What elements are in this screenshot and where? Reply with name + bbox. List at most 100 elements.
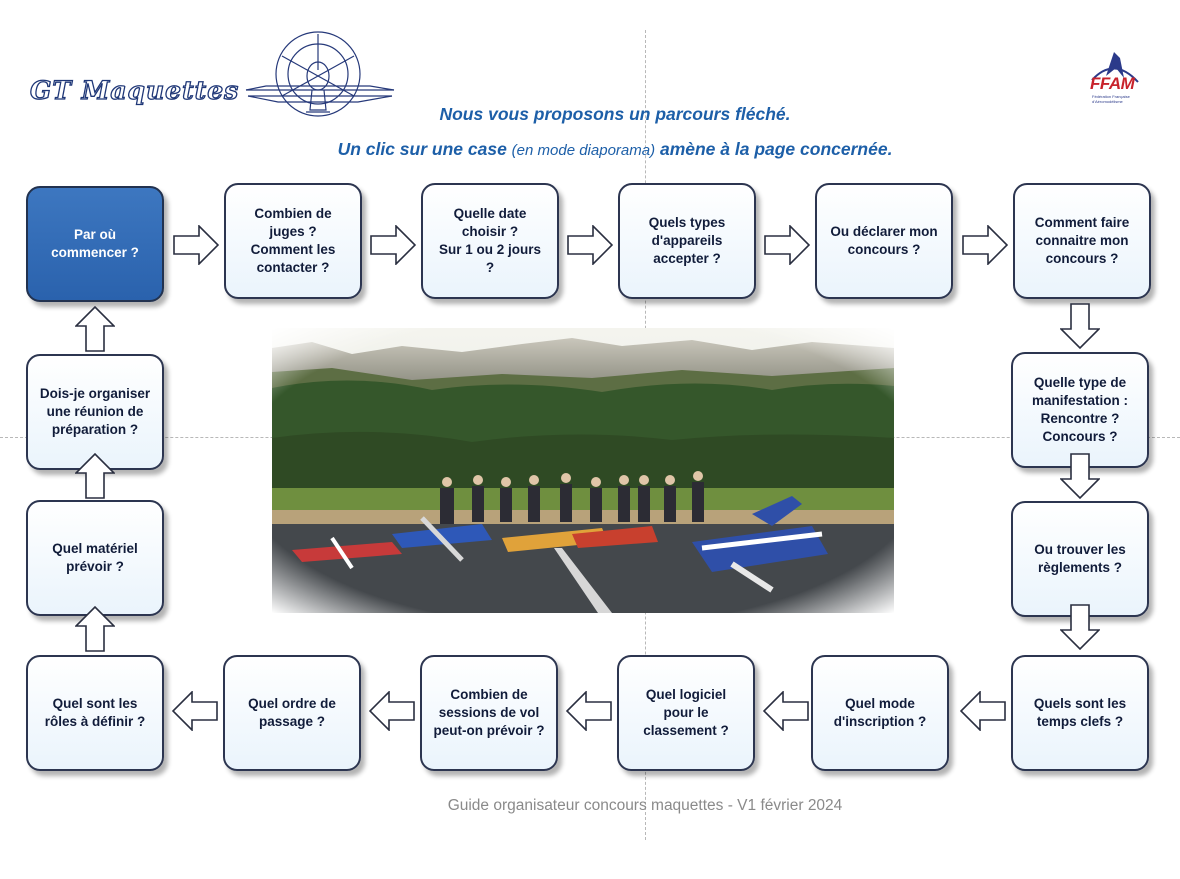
step-label: Quel logiciel pour le classement ? [643,686,729,740]
step-label-line: manifestation : [1031,393,1128,408]
step-label-line: classement ? [643,723,729,738]
step-box-roles-a-definir[interactable]: Quel sont les rôles à définir ? [26,655,164,771]
step-label-line: concours ? [1045,251,1119,266]
step-label: Quel ordre de passage ? [248,695,336,731]
step-label-line: Rencontre ? [1040,411,1120,426]
step-label-line: une réunion de [46,404,144,419]
ffam-subtitle: Fédération Française d'Aéromodélisme [1092,94,1130,104]
arrow-right-icon [173,225,219,265]
arrow-left-icon [172,691,218,731]
arrow-right-icon [567,225,613,265]
step-label-line: accepter ? [653,251,721,266]
step-label-line: choisir ? [461,224,519,239]
step-label-line: d'inscription ? [833,714,927,729]
arrow-up-icon [75,306,115,352]
step-label: Quel matériel prévoir ? [52,540,138,576]
step-label-line: préparation ? [51,422,139,437]
arrow-right-icon [764,225,810,265]
step-box-mode-inscription[interactable]: Quel mode d'inscription ? [811,655,949,771]
step-label-line: Quel sont les [52,696,138,711]
step-label: Quels types d'appareils accepter ? [649,214,726,268]
step-box-combien-de-juges[interactable]: Combien de juges ? Comment les contacter ? [224,183,362,299]
arrow-down-icon [1060,453,1100,499]
step-box-temps-clefs[interactable]: Quels sont les temps clefs ? [1011,655,1149,771]
step-label-line: Comment faire [1034,215,1130,230]
step-label: Dois-je organiser une réunion de préparati… [40,385,150,439]
step-label-line: rôles à définir ? [44,714,146,729]
step-label: Quelle date choisir ? Sur 1 ou 2 jours ? [433,205,547,277]
step-label-line: Quel logiciel [645,687,727,702]
step-box-ou-trouver-reglements[interactable]: Ou trouver les règlements ? [1011,501,1149,617]
step-box-ordre-de-passage[interactable]: Quel ordre de passage ? [223,655,361,771]
step-label-line: sessions de vol [438,705,540,720]
arrow-down-icon [1060,604,1100,650]
step-label-line: contacter ? [256,260,330,275]
step-label: Quelle type de manifestation : Rencontre ?… [1032,374,1128,446]
step-box-logiciel-classement[interactable]: Quel logiciel pour le classement ? [617,655,755,771]
step-label-line: Concours ? [1042,429,1118,444]
intro-line-1: Nous vous proposons un parcours fléché. [439,104,791,124]
step-label-line: Quel matériel [52,541,138,556]
step-box-quelle-type-manifestation[interactable]: Quelle type de manifestation : Rencontre ?… [1011,352,1149,468]
step-label-line: concours ? [847,242,921,257]
step-label: Comment faire connaitre mon concours ? [1035,214,1130,268]
step-label-line: prévoir ? [66,559,124,574]
step-label-line: règlements ? [1037,560,1123,575]
step-label-line: passage ? [258,714,326,729]
arrow-left-icon [369,691,415,731]
step-label-line: connaitre mon [1035,233,1129,248]
arrow-left-icon [566,691,612,731]
step-label-line: commencer ? [51,245,139,260]
arrow-right-icon [370,225,416,265]
step-box-comment-faire-connaitre[interactable]: Comment faire connaitre mon concours ? [1013,183,1151,299]
step-label: Quel sont les rôles à définir ? [45,695,146,731]
step-box-quelle-date[interactable]: Quelle date choisir ? Sur 1 ou 2 jours ? [421,183,559,299]
step-label: Ou trouver les règlements ? [1034,541,1126,577]
step-label-line: Comment les [250,242,336,257]
intro-line-2-end: amène à la page concernée. [655,139,893,159]
step-label-line: Sur 1 ou 2 jours ? [438,242,542,275]
step-label-line: Quels types [648,215,726,230]
step-label-line: Ou trouver les [1034,542,1126,557]
arrow-up-icon [75,606,115,652]
step-label: Ou déclarer mon concours ? [830,223,937,259]
step-label-line: peut-on prévoir ? [433,723,545,738]
arrow-left-icon [960,691,1006,731]
step-label-line: Quel ordre de [248,696,336,711]
intro-line-2-note: (en mode diaporama) [511,142,656,159]
step-label: Quels sont les temps clefs ? [1034,695,1126,731]
step-box-materiel-prevoir[interactable]: Quel matériel prévoir ? [26,500,164,616]
ffam-text: FFAM [1090,74,1135,93]
airfield-photo-image [272,328,894,613]
arrow-left-icon [763,691,809,731]
step-label-line: juges ? [269,224,317,239]
step-box-ou-declarer[interactable]: Ou déclarer mon concours ? [815,183,953,299]
step-label-line: Par où [73,227,116,242]
step-label-line: Dois-je organiser [39,386,151,401]
step-label-line: Quels sont les [1033,696,1127,711]
step-box-quels-types-appareils[interactable]: Quels types d'appareils accepter ? [618,183,756,299]
arrow-right-icon [962,225,1008,265]
intro-line-2: Un clic sur une case (en mode diaporama)… [25,139,1180,160]
ffam-logo: FFAM Fédération Française d'Aéromodélism… [1084,48,1144,112]
gt-maquettes-logo: GT Maquettes [28,30,398,122]
ffam-glider-icon [1091,52,1139,83]
step-label-line: Combien de [254,206,332,221]
arrow-up-icon [75,453,115,499]
step-label: Par où commencer ? [51,226,139,262]
step-label-line: pour le [663,705,709,720]
step-label-line: Ou déclarer mon [830,224,938,239]
group-photo [272,328,894,613]
step-label-line: Quel mode [845,696,915,711]
step-label-line: temps clefs ? [1036,714,1124,729]
step-box-par-ou-commencer[interactable]: Par où commencer ? [26,186,164,302]
step-label-line: Quelle type de [1033,375,1127,390]
arrow-down-icon [1060,303,1100,349]
step-label-line: d'appareils [651,233,723,248]
logo-text: GT Maquettes [29,75,240,105]
step-label: Quel mode d'inscription ? [834,695,926,731]
intro-line-2-start: Un clic sur une case [337,139,512,159]
step-label-line: Quelle date [453,206,527,221]
